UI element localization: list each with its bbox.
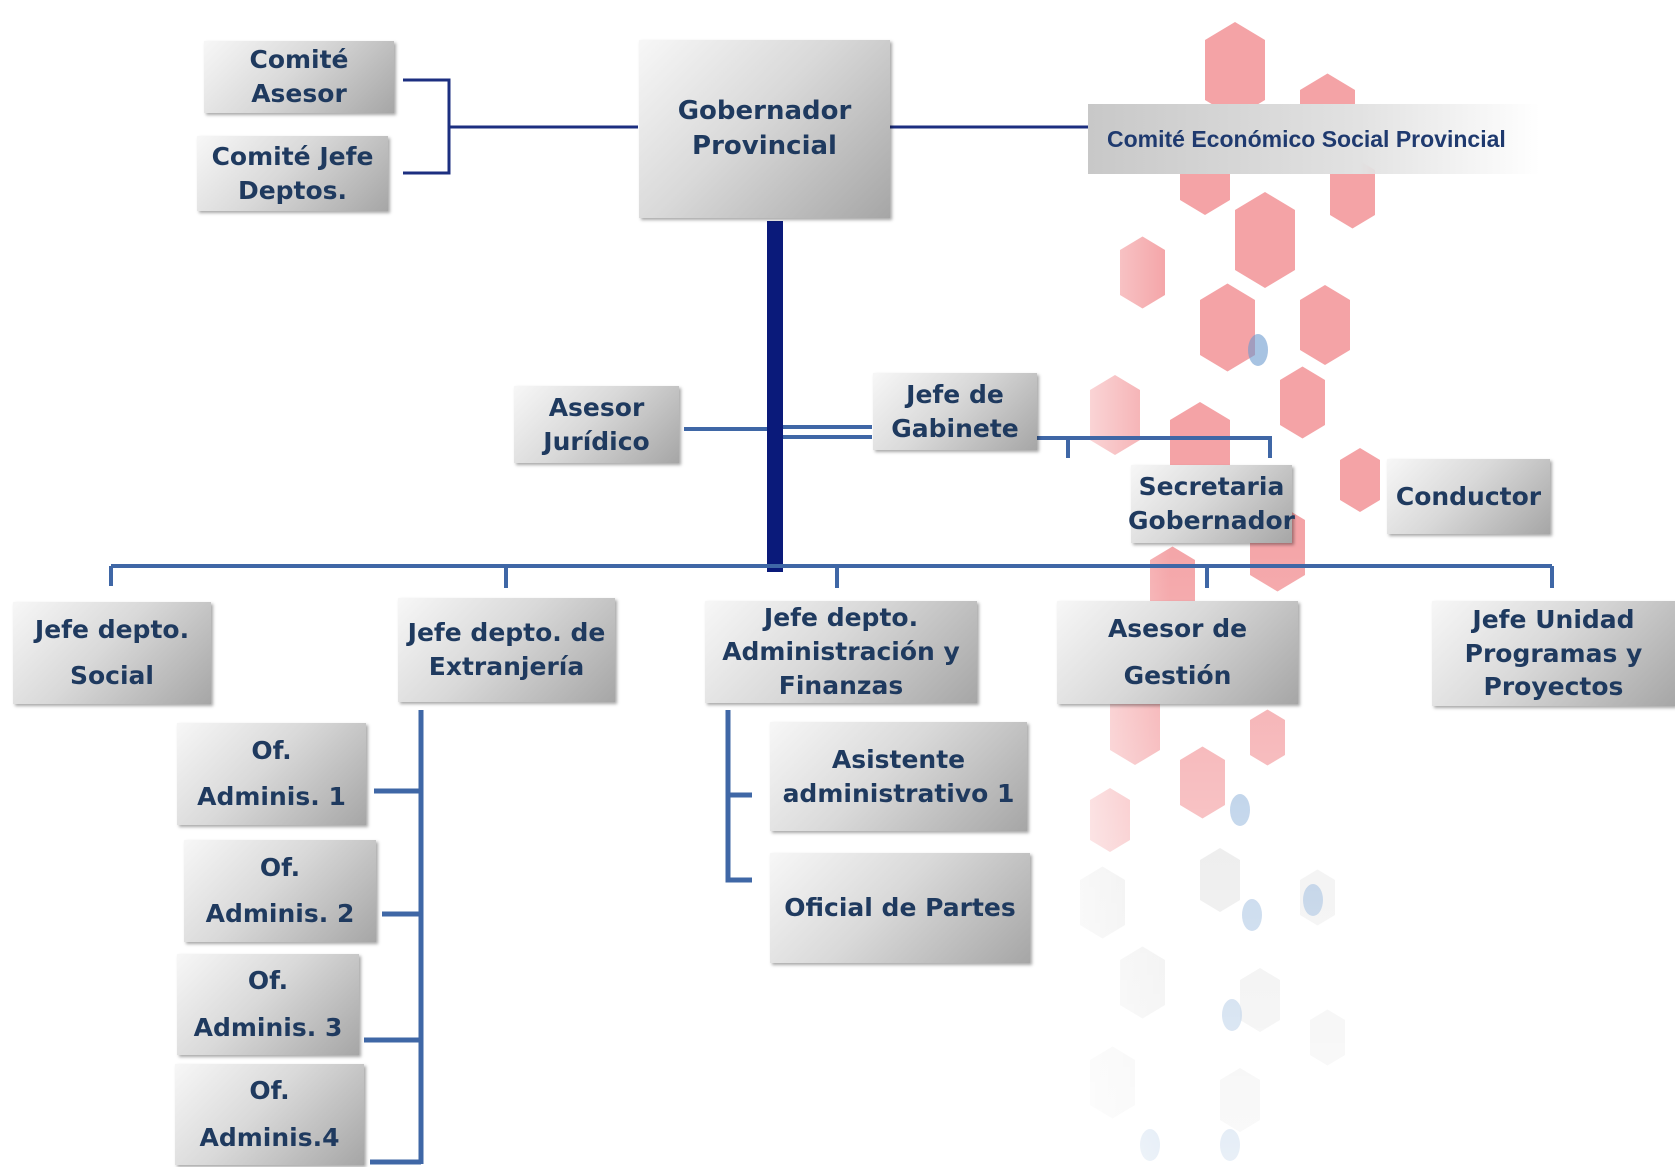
of-adminis-4-box: Of. Adminis.4	[175, 1064, 364, 1165]
jefe-gabinete-box: Jefe de Gabinete	[873, 373, 1037, 450]
comite-economico-social-banner: Comité Económico Social Provincial	[1088, 104, 1540, 174]
of-adminis-2-box: Of. Adminis. 2	[184, 840, 376, 942]
asistente-administrativo-box: Asistente administrativo 1	[770, 722, 1027, 831]
conductor-box: Conductor	[1387, 459, 1550, 534]
asesor-juridico-box: Asesor Jurídico	[514, 386, 679, 463]
asesor-de-gestion-box: Asesor de Gestión	[1057, 601, 1298, 704]
of-adminis-3-box: Of. Adminis. 3	[177, 954, 359, 1055]
jefe-depto-extranjeria-box: Jefe depto. de Extranjería	[398, 598, 615, 702]
jefe-depto-social-box: Jefe depto. Social	[13, 602, 211, 704]
main-trunk-line	[767, 221, 783, 572]
secretaria-gobernador-box: Secretaria Gobernador	[1128, 465, 1295, 543]
oficial-de-partes-box: Oficial de Partes	[770, 853, 1030, 963]
jefe-unidad-programas-proyectos-box: Jefe Unidad Programas y Proyectos	[1432, 601, 1675, 706]
comite-jefe-deptos-box: Comité Jefe Deptos.	[197, 136, 388, 211]
of-adminis-1-box: Of. Adminis. 1	[177, 723, 366, 825]
gobernador-provincial-box: Gobernador Provincial	[639, 40, 890, 218]
comite-asesor-box: Comité Asesor	[204, 41, 394, 113]
jefe-depto-administracion-finanzas-box: Jefe depto. Administración y Finanzas	[705, 601, 977, 703]
